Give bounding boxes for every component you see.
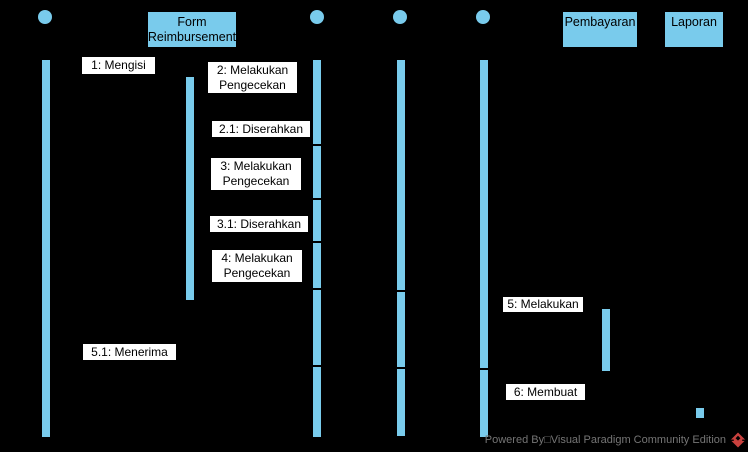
lifeline-head-label: Reimbursement — [147, 29, 237, 44]
message-label-line: 5.1: Menerima — [91, 344, 168, 359]
message-label: 5: Melakukan — [503, 297, 583, 312]
lifeline-head-label: Laporan — [671, 15, 717, 29]
activation-bar-laporan — [696, 408, 704, 418]
message-label-line: 4: Melakukan — [221, 251, 293, 265]
message-label-line: 3: Melakukan — [220, 159, 292, 173]
activation-bar-actor-4 — [480, 60, 488, 437]
watermark-text: Powered By□Visual Paradigm Community Edi… — [484, 433, 726, 446]
activation-bar-form-reimbursement — [186, 77, 194, 300]
message-label-line: 5: Melakukan — [507, 297, 579, 311]
lifeline-head-pembayaran: Pembayaran — [563, 12, 637, 47]
activation-segment-separator — [313, 198, 321, 200]
activation-segment-separator — [397, 367, 405, 369]
activation-bar-actor-2 — [313, 60, 321, 437]
activation-segment-separator — [313, 288, 321, 290]
visual-paradigm-logo-icon — [730, 432, 746, 448]
lifeline-head-dot-actor-4 — [476, 10, 490, 24]
activation-segment-separator — [313, 144, 321, 146]
message-label: 6: Membuat — [506, 384, 585, 400]
activation-bar-pembayaran — [602, 309, 610, 371]
activation-segment-separator — [480, 368, 488, 370]
lifeline-head-dot-actor-1 — [38, 10, 52, 24]
message-label-line: 2: Melakukan — [216, 62, 289, 77]
lifeline-head-dot-actor-3 — [393, 10, 407, 24]
message-label: 1: Mengisi — [82, 57, 155, 74]
activation-bar-actor-1 — [42, 60, 50, 437]
watermark: Powered By□Visual Paradigm Community Edi… — [485, 432, 746, 448]
activation-bar-actor-3 — [397, 60, 405, 436]
lifeline-head-laporan: Laporan — [665, 12, 723, 47]
message-label-line: 1: Mengisi — [91, 58, 146, 72]
message-label-line: Pengecekan — [219, 77, 286, 92]
message-label-line: 2.1: Diserahkan — [218, 121, 304, 136]
lifeline-head-dot-actor-2 — [310, 10, 324, 24]
activation-segment-separator — [313, 241, 321, 243]
lifeline-head-label: Form — [177, 14, 207, 29]
activation-segment-separator — [397, 290, 405, 292]
message-label: 3.1: Diserahkan — [210, 216, 308, 232]
message-label-line: Pengecekan — [222, 174, 290, 188]
activation-segment-separator — [313, 365, 321, 367]
message-label-line: 6: Membuat — [513, 384, 578, 399]
lifeline-head-label: Pembayaran — [564, 15, 636, 29]
message-label-line: 3.1: Diserahkan — [216, 216, 302, 231]
message-label: 2.1: Diserahkan — [212, 121, 310, 137]
message-label-line: Pengecekan — [223, 266, 291, 280]
message-label: 5.1: Menerima — [83, 344, 176, 360]
